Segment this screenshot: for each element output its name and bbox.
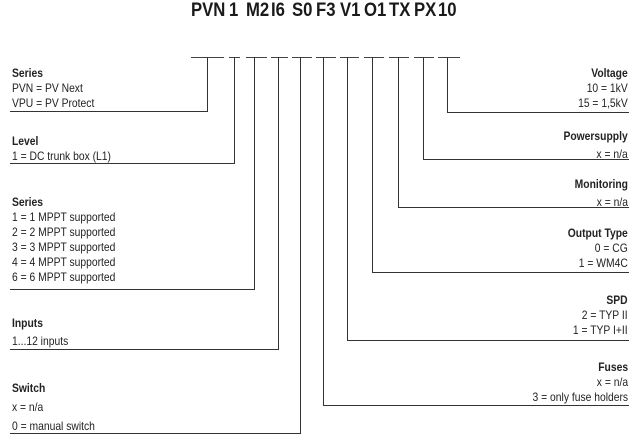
code-underline-output-type <box>364 57 384 58</box>
label-line: 3 = 3 MPPT supported <box>12 240 116 254</box>
label-group-inputs: Inputs 1...12 inputs <box>12 316 68 349</box>
label-line: 1 = DC trunk box (L1) <box>12 149 111 163</box>
code-underline-voltage <box>438 57 460 58</box>
label-line: x = n/a <box>596 375 628 389</box>
code-segment-spd: V1 <box>340 0 361 21</box>
label-line: 15 = 1,5kV <box>578 96 628 110</box>
code-segment-monitoring: TX <box>389 0 411 21</box>
label-group-switch: Switch x = n/a 0 = manual switch <box>12 381 95 434</box>
code-segment-voltage: 10 <box>438 0 457 21</box>
label-group-output-type: Output Type 0 = CG 1 = WM4C <box>568 226 628 271</box>
label-line: x = n/a <box>596 195 628 209</box>
connector-powersupply-horizontal <box>423 159 629 160</box>
label-group-powersupply: Powersupply x = n/a <box>564 129 628 162</box>
label-line: 6 = 6 MPPT supported <box>12 270 116 284</box>
code-segment-output-type: O1 <box>364 0 387 21</box>
code-underline-fuses <box>316 57 336 58</box>
label-line: 1 = 1 MPPT supported <box>12 210 116 224</box>
connector-level-vertical <box>234 57 235 164</box>
code-segment-mppt: M2 <box>246 0 270 21</box>
label-title: Inputs <box>12 316 43 330</box>
connector-powersupply-vertical <box>423 57 424 160</box>
code-underline-spd <box>340 57 359 58</box>
code-underline-mppt <box>246 57 267 58</box>
connector-fuses-horizontal <box>323 405 629 406</box>
connector-inputs-vertical <box>278 57 279 350</box>
label-group-spd: SPD 2 = TYP II 1 = TYP I+II <box>573 293 628 338</box>
code-underline-inputs <box>271 57 288 58</box>
label-line: 0 = manual switch <box>12 419 95 433</box>
connector-mppt-vertical <box>254 57 255 290</box>
label-line: VPU = PV Protect <box>12 96 95 110</box>
label-group-fuses: Fuses x = n/a 3 = only fuse holders <box>532 360 628 405</box>
code-segment-inputs: I6 <box>271 0 285 21</box>
connector-voltage-horizontal <box>447 112 629 113</box>
connector-mppt-horizontal <box>10 289 255 290</box>
code-underline-monitoring <box>389 57 409 58</box>
connector-level-horizontal <box>10 163 235 164</box>
label-group-series-mppt: Series 1 = 1 MPPT supported 2 = 2 MPPT s… <box>12 195 115 285</box>
label-group-monitoring: Monitoring x = n/a <box>575 177 628 210</box>
label-title: Output Type <box>567 226 628 240</box>
label-group-level: Level 1 = DC trunk box (L1) <box>12 134 111 164</box>
code-segment-switch: S0 <box>292 0 313 21</box>
connector-switch-horizontal <box>10 433 301 434</box>
label-title: Series <box>12 195 43 209</box>
label-group-voltage: Voltage 10 = 1kV 15 = 1,5kV <box>578 66 628 111</box>
code-segment-powersupply: PX <box>414 0 437 21</box>
code-underline-powersupply <box>414 57 434 58</box>
connector-voltage-vertical <box>447 57 448 113</box>
label-group-series-type: Series PVN = PV Next VPU = PV Protect <box>12 66 94 111</box>
connector-monitoring-horizontal <box>398 207 629 208</box>
label-line: 0 = CG <box>595 241 628 255</box>
label-line: 2 = TYP II <box>582 308 628 322</box>
label-line: x = n/a <box>596 147 628 161</box>
label-title: Voltage <box>591 66 628 80</box>
label-line: 1 = WM4C <box>578 256 628 270</box>
label-title: Fuses <box>598 360 628 374</box>
label-title: Monitoring <box>574 177 628 191</box>
connector-fuses-vertical <box>323 57 324 406</box>
code-underline-switch <box>292 57 312 58</box>
label-title: Switch <box>12 381 46 395</box>
label-title: SPD <box>606 293 628 307</box>
label-line: 2 = 2 MPPT supported <box>12 225 116 239</box>
connector-switch-vertical <box>300 57 301 434</box>
connector-series-horizontal <box>10 111 208 112</box>
connector-output-type-vertical <box>372 57 373 273</box>
label-line: 1 = TYP I+II <box>573 323 628 337</box>
label-title: Level <box>12 134 39 148</box>
code-segment-fuses: F3 <box>316 0 336 21</box>
label-line: 3 = only fuse holders <box>532 390 628 404</box>
code-segment-series: PVN <box>191 0 226 21</box>
label-title: Series <box>12 66 43 80</box>
label-line: PVN = PV Next <box>12 81 83 95</box>
connector-series-vertical <box>207 57 208 112</box>
label-line: 4 = 4 MPPT supported <box>12 255 116 269</box>
connector-spd-vertical <box>347 57 348 341</box>
label-line: 1...12 inputs <box>12 334 69 348</box>
label-line: x = n/a <box>12 400 44 414</box>
connector-monitoring-vertical <box>398 57 399 208</box>
label-line: 10 = 1kV <box>586 81 628 95</box>
connector-inputs-horizontal <box>10 349 279 350</box>
label-title: Powersupply <box>563 129 628 143</box>
connector-spd-horizontal <box>347 340 629 341</box>
connector-output-type-horizontal <box>372 272 629 273</box>
code-segment-level: 1 <box>229 0 239 21</box>
